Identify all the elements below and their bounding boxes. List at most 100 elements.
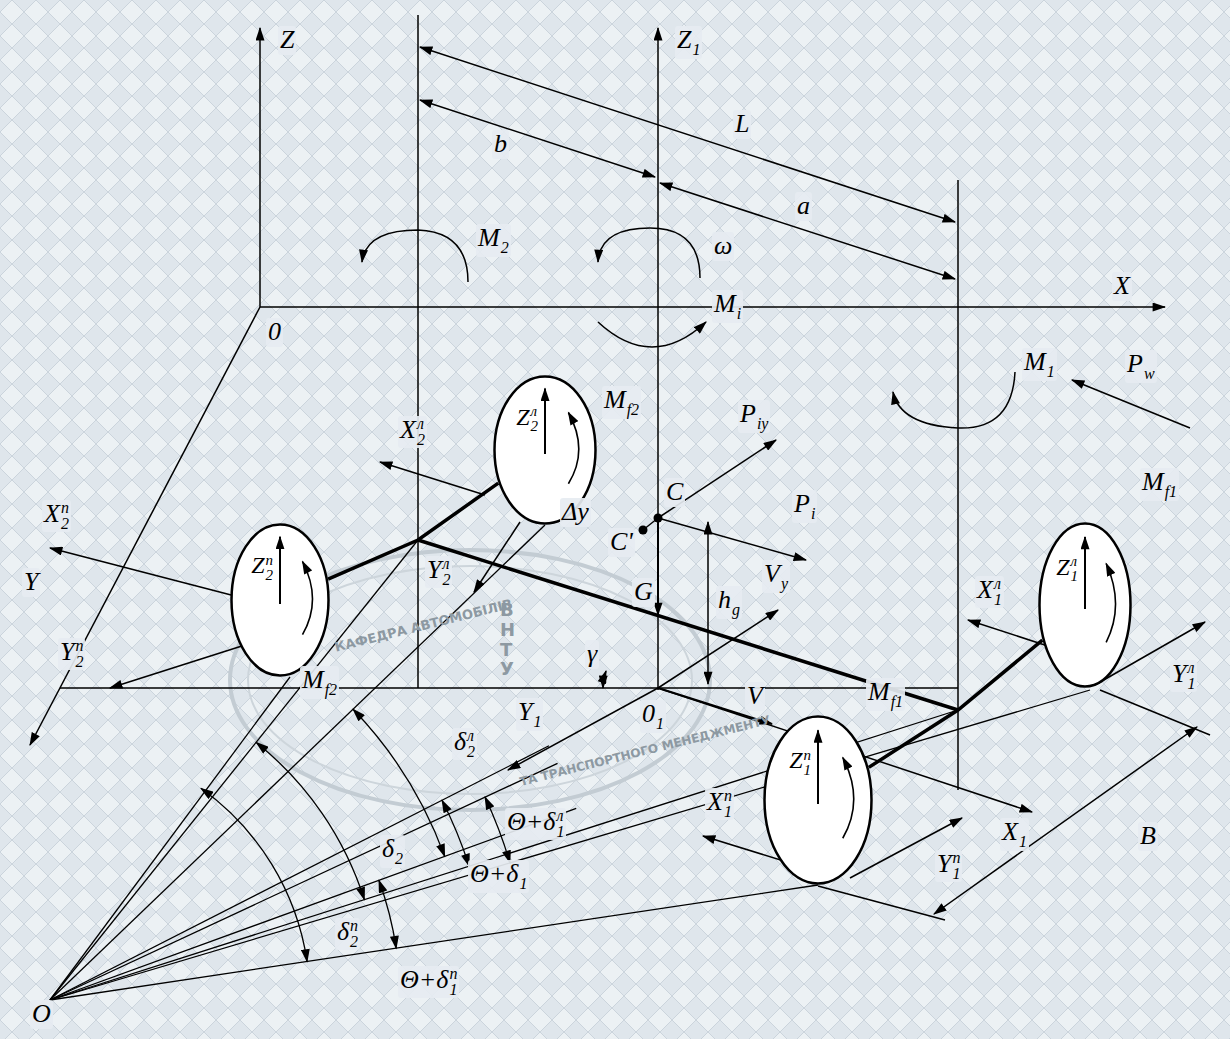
force-arrow xyxy=(474,522,520,592)
rear-axle-vertical xyxy=(417,15,419,688)
subscript: 1 xyxy=(449,982,457,998)
subscript: 1 xyxy=(656,715,664,732)
symbol-base: δ xyxy=(382,834,394,863)
index-stack: 2п xyxy=(266,553,274,583)
subscript: f1 xyxy=(1165,483,1177,500)
superscript: п xyxy=(952,850,960,866)
index-stack: 1п xyxy=(724,788,732,820)
math-label: Vy xyxy=(762,560,790,593)
math-label: Mf2 xyxy=(602,386,641,419)
subscript: 1 xyxy=(519,875,527,892)
wheel-force-label: Z1л xyxy=(1056,554,1078,584)
math-label: δ2л xyxy=(452,728,477,760)
symbol-base: Y xyxy=(937,849,951,878)
index-stack: 1л xyxy=(994,576,1002,608)
math-label: G xyxy=(632,578,655,607)
force-arrow xyxy=(1072,380,1190,428)
mass-centre-dot xyxy=(639,526,648,535)
wheel-outline xyxy=(232,525,329,676)
symbol-base: Δy xyxy=(562,497,589,526)
moment-arc xyxy=(893,372,1015,428)
angle-arc xyxy=(201,788,307,961)
index-stack: 2л xyxy=(417,416,425,448)
subscript: 2 xyxy=(531,419,539,434)
wheel-force-label: Z1п xyxy=(789,747,811,777)
watermark-text: ВНТУ xyxy=(500,600,518,679)
symbol-base: C' xyxy=(610,527,633,556)
index-stack: 2л xyxy=(531,404,539,434)
normal-force-arrow xyxy=(1084,537,1086,609)
index-stack: 1п xyxy=(804,748,812,778)
subscript: 2 xyxy=(75,654,83,670)
superscript: п xyxy=(724,788,732,804)
math-label: Mf2 xyxy=(300,666,339,699)
subscript: 1 xyxy=(692,41,700,58)
rotation-arrow xyxy=(303,562,313,635)
index-stack: 2п xyxy=(61,500,69,532)
symbol-base: X xyxy=(400,415,416,444)
subscript: w xyxy=(1144,365,1155,382)
wheel-outline xyxy=(1040,524,1131,687)
subscript: 2 xyxy=(501,239,509,256)
superscript: п xyxy=(61,500,69,516)
symbol-base: h xyxy=(718,585,731,614)
force-arrow xyxy=(50,548,235,596)
axle-line xyxy=(869,640,1043,767)
symbol-base: X xyxy=(707,787,723,816)
angle-arc xyxy=(379,880,396,948)
math-label: Θ+δ1 xyxy=(468,860,529,893)
dimension-line xyxy=(420,100,655,177)
axle-line xyxy=(328,483,498,579)
math-label: γ xyxy=(585,640,599,669)
math-label: Y1 xyxy=(516,698,543,731)
math-label: 01 xyxy=(640,700,666,733)
math-label: C xyxy=(664,478,685,507)
math-label: Pw xyxy=(1125,350,1157,383)
symbol-base: B xyxy=(1140,821,1156,850)
math-label: δ2 xyxy=(380,835,405,868)
angle-arc xyxy=(603,671,606,688)
superscript: л xyxy=(1187,660,1195,676)
vehicle-body-line xyxy=(418,540,958,710)
math-label: Θ+δ1л xyxy=(505,808,566,840)
math-label: Mi xyxy=(712,290,743,323)
subscript: 2 xyxy=(442,572,450,588)
superscript: п xyxy=(266,553,274,568)
symbol-base: X xyxy=(1114,271,1130,300)
superscript: л xyxy=(994,576,1002,592)
angle-arc xyxy=(256,743,364,900)
turn-radius-line xyxy=(50,885,818,1000)
normal-force-arrow xyxy=(544,389,546,455)
subscript: g xyxy=(732,601,740,618)
math-label: C' xyxy=(608,528,635,557)
symbol-base: C xyxy=(666,477,683,506)
math-label: Y2п xyxy=(58,638,85,670)
symbol-base: Z xyxy=(789,747,802,773)
symbol-base: X xyxy=(977,575,993,604)
symbol-base: δ xyxy=(337,917,349,946)
symbol-base: G xyxy=(634,577,653,606)
subscript: i xyxy=(737,305,741,322)
subscript: iy xyxy=(757,415,769,432)
force-arrow xyxy=(110,645,245,688)
index-stack: 2л xyxy=(442,556,450,588)
wheel-node: Z1л xyxy=(1038,522,1132,688)
subscript: 1 xyxy=(1187,676,1195,692)
symbol-base: b xyxy=(494,129,507,158)
symbol-base: Z xyxy=(280,25,294,54)
moment-arc xyxy=(362,230,468,282)
symbol-base: P xyxy=(740,399,756,428)
wheel-shape xyxy=(230,523,330,677)
subscript: 1 xyxy=(804,763,812,778)
subscript: i xyxy=(811,505,815,522)
normal-force-arrow xyxy=(817,730,819,804)
symbol-base: L xyxy=(735,109,749,138)
math-label: M2 xyxy=(476,224,511,257)
index-stack: 1л xyxy=(1071,554,1079,584)
wheel-node: Z1п xyxy=(763,715,873,885)
superscript: п xyxy=(350,918,358,934)
superscript: л xyxy=(467,728,475,744)
normal-force-arrow xyxy=(279,537,281,604)
symbol-base: a xyxy=(797,191,810,220)
